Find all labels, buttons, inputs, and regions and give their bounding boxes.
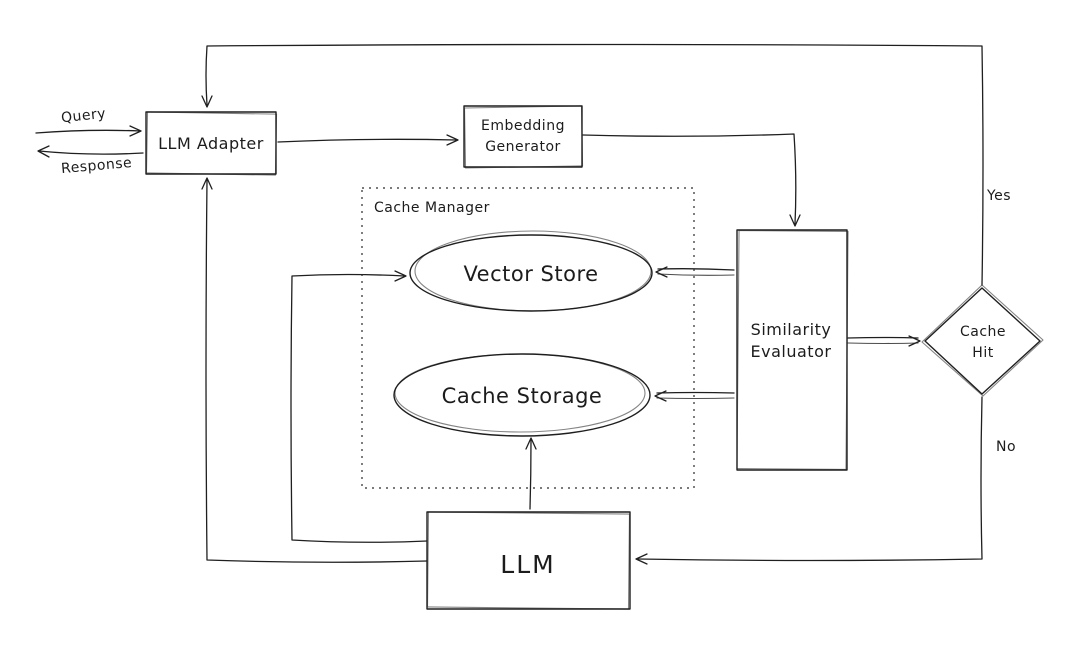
edge-similarity-to-cachestorage-sketch [656, 397, 735, 400]
embedding-generator-node [463, 105, 583, 168]
edge-adapter-to-embedding [277, 138, 457, 143]
edge-llm-to-cachestorage [529, 439, 532, 510]
vector-store-node-sketch [414, 230, 652, 312]
edge-similarity-to-cachestorage [656, 391, 735, 394]
llm-node-sketch [426, 511, 631, 610]
similarity-evaluator-node-sketch [736, 229, 849, 471]
edge-similarity-to-cachehit-sketch [847, 342, 919, 345]
arrowhead [525, 437, 537, 450]
vector-store-label: Vector Store [463, 262, 598, 286]
edge-embedding-to-similarity [582, 133, 797, 225]
edge-llm-to-vectorstore [290, 273, 428, 543]
arrowhead [908, 335, 921, 347]
edge-query [35, 129, 141, 134]
cache-storage-node-sketch [394, 353, 646, 433]
edge-label-query: Query [60, 106, 106, 127]
similarity-evaluator-label-2: Evaluator [751, 342, 832, 361]
embedding-generator-node-sketch [463, 105, 584, 169]
arrowhead [789, 214, 801, 227]
arrowhead [201, 177, 213, 190]
edge-cachehit-no-to-llm [637, 396, 983, 562]
llm-label: LLM [500, 550, 555, 579]
llm-adapter-label: LLM Adapter [158, 134, 264, 153]
edge-llm-to-adapter [205, 179, 428, 563]
cache-hit-label-2: Hit [972, 345, 993, 361]
arrowhead [129, 125, 142, 137]
llm-node [426, 511, 631, 610]
edge-label-response: Response [60, 155, 132, 177]
cache-storage-label: Cache Storage [442, 384, 603, 408]
cache-manager-label: Cache Manager [374, 200, 490, 216]
arrowhead [201, 95, 213, 108]
arrowhead [655, 266, 668, 278]
cache-manager-group [361, 187, 695, 489]
cache-hit-node-sketch [921, 284, 1044, 397]
arrowhead [37, 145, 50, 158]
edge-cachehit-yes-to-adapter [205, 43, 984, 286]
edge-label-no: No [996, 439, 1016, 455]
embedding-generator-label-1: Embedding [481, 118, 565, 134]
similarity-evaluator-label-1: Similarity [751, 320, 832, 339]
edge-similarity-to-vectorstore [657, 268, 735, 271]
llm-adapter-node-sketch [145, 111, 278, 176]
cache-hit-label-1: Cache [960, 324, 1006, 340]
arrowhead [394, 270, 407, 282]
cache-hit-node [924, 287, 1041, 395]
edge-similarity-to-vectorstore-sketch [657, 273, 735, 276]
edge-response [38, 150, 144, 155]
edge-similarity-to-cachehit [847, 336, 919, 339]
arrowhead [635, 553, 648, 565]
arrowhead [654, 390, 667, 402]
edge-label-yes: Yes [986, 188, 1011, 204]
embedding-generator-label-2: Generator [485, 139, 561, 155]
arrowhead [446, 134, 459, 146]
